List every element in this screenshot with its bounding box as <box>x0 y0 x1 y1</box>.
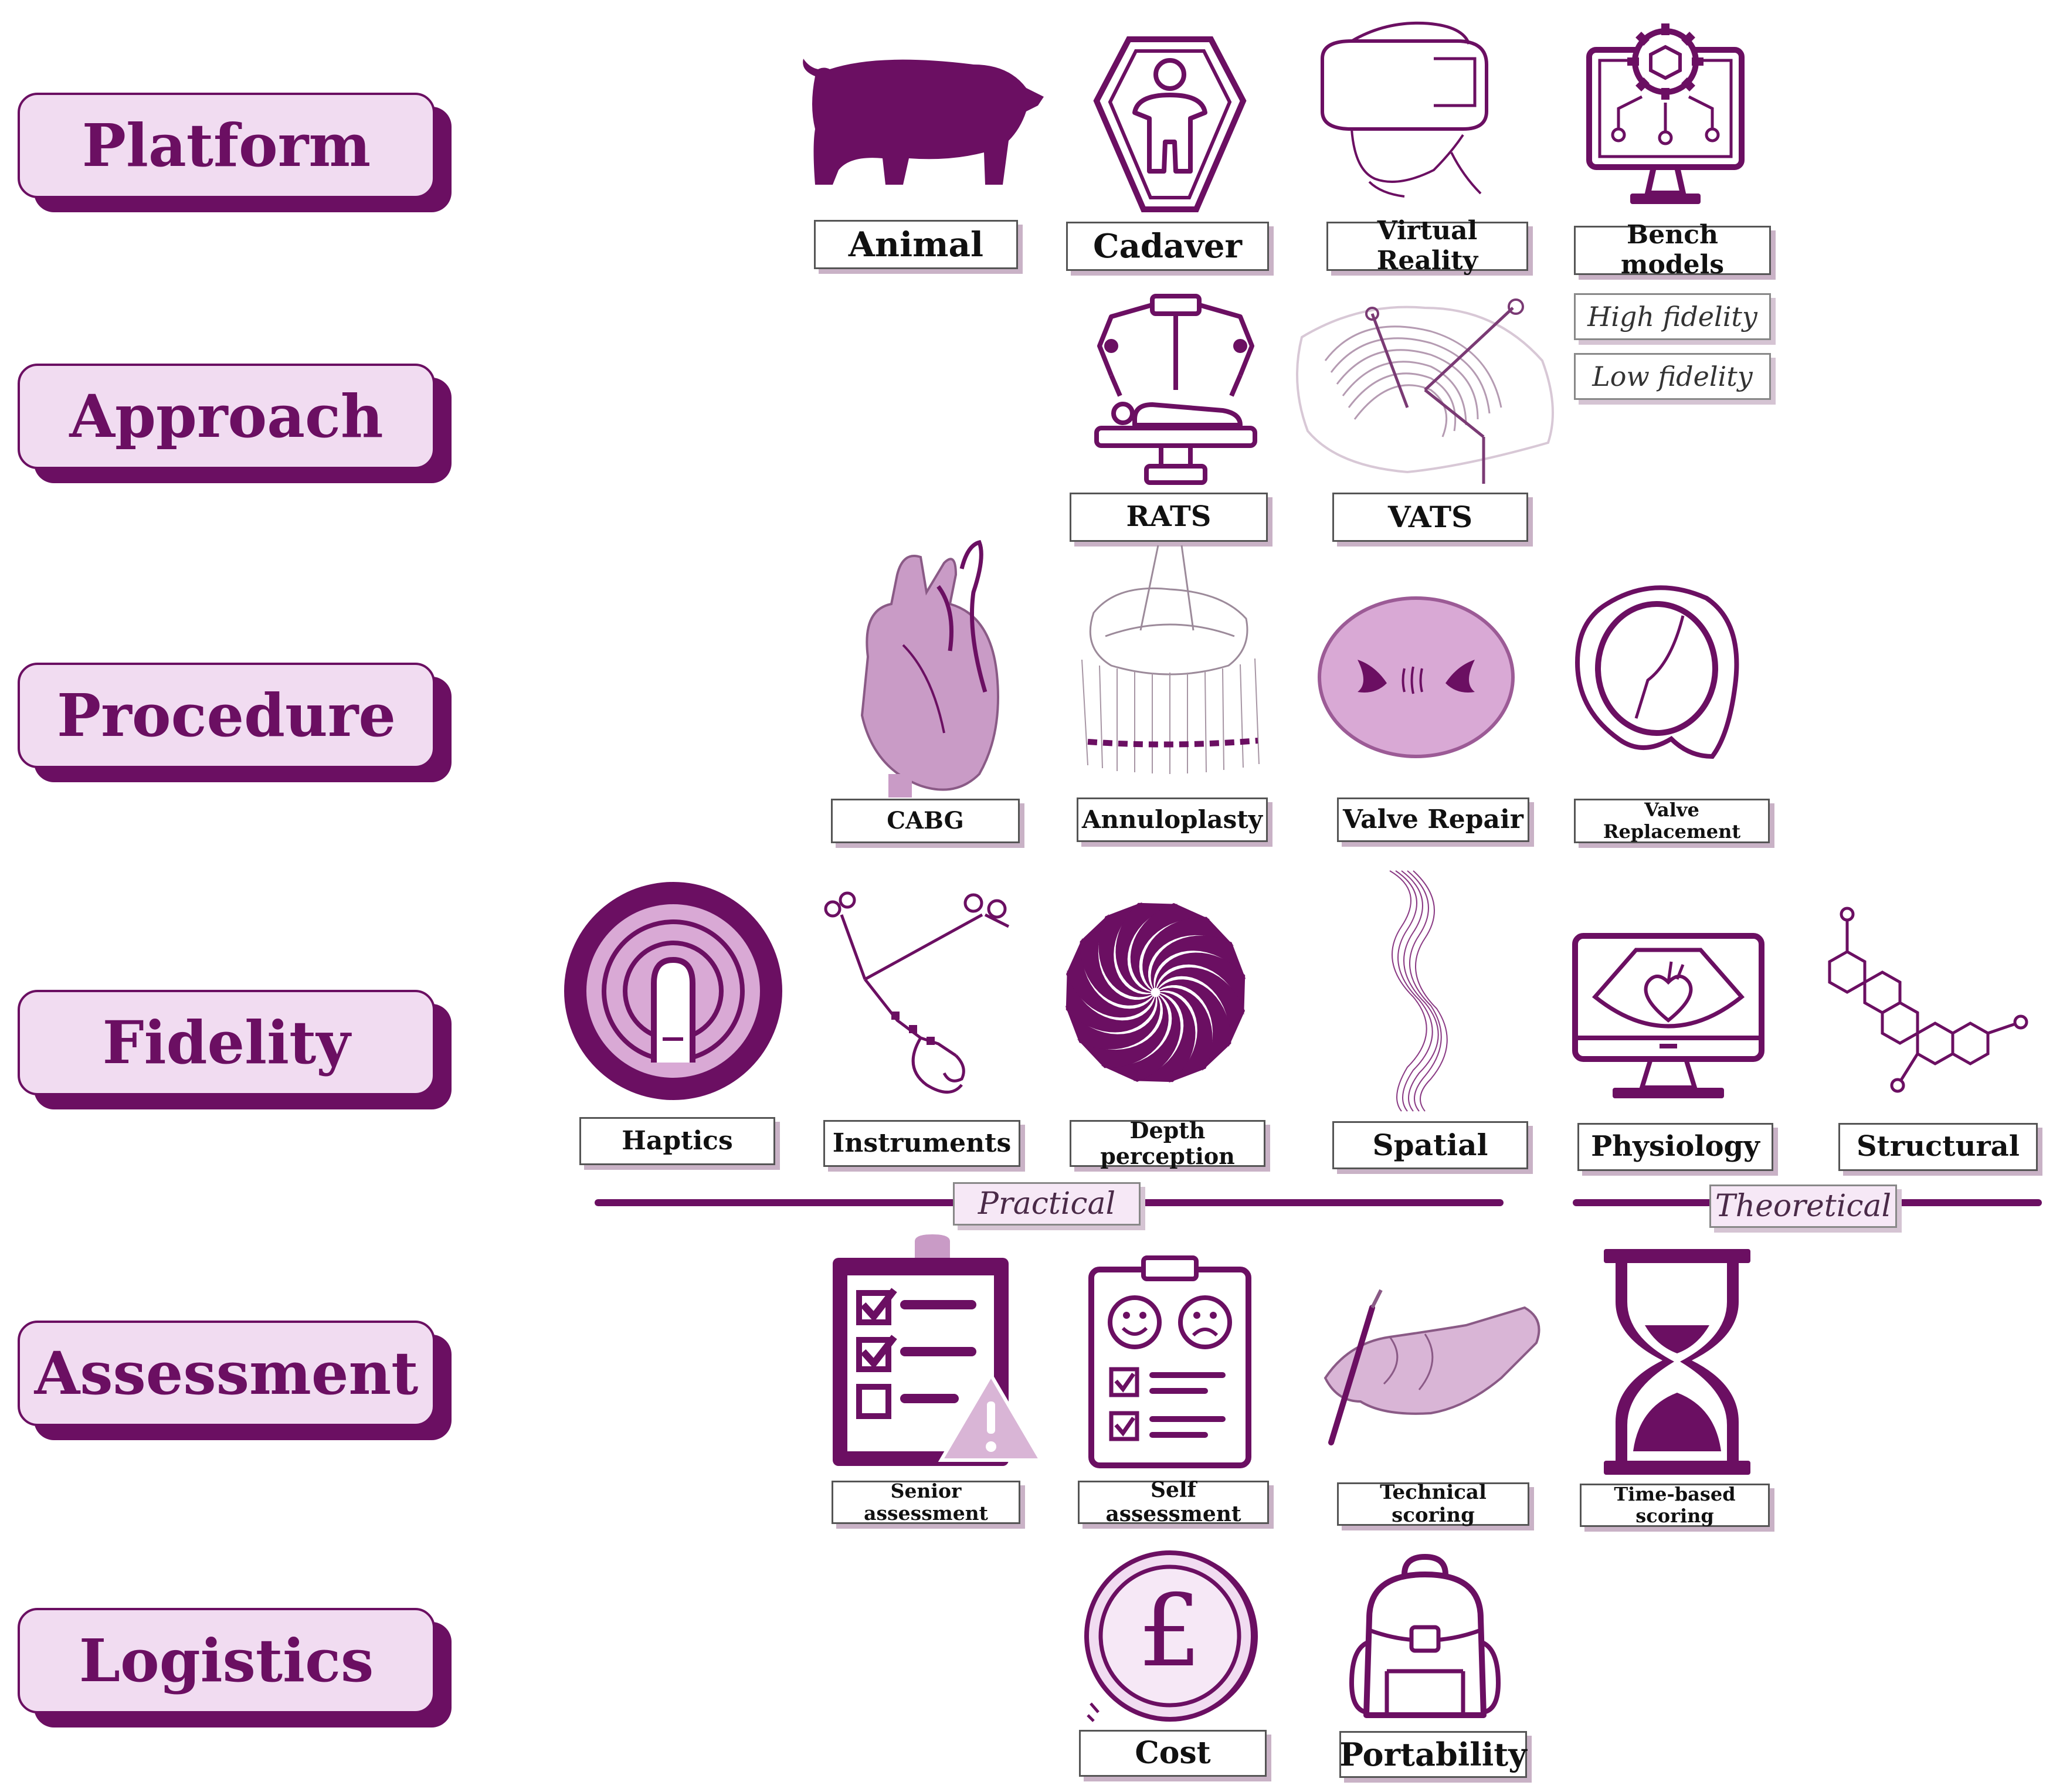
label-physiology: Physiology <box>1577 1123 1773 1171</box>
category-face: Platform <box>18 93 435 198</box>
label-instruments: Instruments <box>823 1120 1020 1167</box>
category-face: Logistics <box>18 1608 435 1713</box>
label-valve-repair: Valve Repair <box>1337 797 1529 842</box>
label-theoretical: Theoretical <box>1709 1185 1897 1228</box>
label-spatial: Spatial <box>1332 1121 1528 1169</box>
label-time-based-scoring: Time-based scoring <box>1580 1484 1770 1527</box>
vr-headset-icon <box>1321 21 1488 198</box>
category-label: Assessment <box>34 1339 419 1408</box>
feedback-clipboard-icon <box>1088 1255 1251 1468</box>
pound-symbol: £ <box>1138 1573 1202 1689</box>
category-approach: Approach <box>18 364 452 483</box>
spiral-arm <box>1130 903 1210 992</box>
spiral-arm <box>1142 917 1234 990</box>
spiral-arm <box>1066 938 1155 1018</box>
label-practical: Practical <box>953 1182 1141 1226</box>
category-label: Logistics <box>79 1626 374 1695</box>
spiral-arm <box>1098 902 1152 997</box>
haptic-finger-icon <box>564 882 782 1100</box>
label-senior-assessment: Senior assessment <box>832 1480 1020 1524</box>
category-logistics: Logistics <box>18 1608 452 1727</box>
category-face: Approach <box>18 364 435 469</box>
spiral-arm <box>1133 992 1196 1082</box>
annuloplasty-ring-icon <box>1081 545 1260 774</box>
spiral-arm <box>1080 914 1153 1006</box>
spiral-arm <box>1115 902 1178 993</box>
category-label: Approach <box>69 382 384 451</box>
vats-thorax-icon <box>1296 298 1554 484</box>
pig-icon <box>803 59 1044 185</box>
label-vats: VATS <box>1332 493 1528 542</box>
cadaver-icon <box>1093 36 1247 212</box>
label-technical-scoring: Technical scoring <box>1337 1481 1529 1527</box>
category-label: Platform <box>82 111 371 180</box>
pound-coin-icon: £ <box>1084 1550 1258 1722</box>
category-face: Fidelity <box>18 990 435 1095</box>
category-face: Procedure <box>18 663 435 768</box>
valve-icon <box>1318 596 1515 758</box>
valve-prosthesis-icon <box>1574 585 1739 759</box>
label-structural: Structural <box>1838 1123 2038 1171</box>
spatial-wave-icon <box>1389 870 1448 1112</box>
spiral-arm <box>1155 952 1246 1015</box>
category-face: Assessment <box>18 1321 435 1426</box>
label-animal: Animal <box>814 220 1018 269</box>
label-annuloplasty: Annuloplasty <box>1077 797 1268 842</box>
spiral-arm <box>1159 987 1213 1083</box>
ultrasound-monitor-icon <box>1572 933 1764 1098</box>
label-cost: Cost <box>1079 1730 1267 1777</box>
computer-gear-icon <box>1586 23 1745 204</box>
label-self-assessment: Self assessment <box>1078 1478 1269 1526</box>
category-assessment: Assessment <box>18 1321 452 1440</box>
label-low-fidelity: Low fidelity <box>1574 353 1771 400</box>
label-high-fidelity: High fidelity <box>1574 293 1771 340</box>
robotic-surgery-icon <box>1094 294 1257 485</box>
spiral-arm <box>1156 967 1245 1047</box>
category-fidelity: Fidelity <box>18 990 452 1109</box>
spiral-icon <box>1063 900 1248 1085</box>
spiral-arm <box>1065 996 1160 1050</box>
category-label: Procedure <box>56 681 396 750</box>
label-haptics: Haptics <box>579 1117 775 1165</box>
backpack-icon <box>1349 1553 1501 1718</box>
category-label: Fidelity <box>102 1008 351 1077</box>
label-valve-replacement: Valve Replacement <box>1574 799 1770 843</box>
spiral-arm <box>1065 970 1156 1033</box>
label-portability: Portability <box>1339 1731 1527 1778</box>
spiral-arm <box>1151 935 1246 989</box>
label-cabg: CABG <box>831 799 1020 843</box>
label-virtual-reality: Virtual Reality <box>1326 216 1528 276</box>
category-platform: Platform <box>18 93 452 212</box>
spiral-arm <box>1101 993 1181 1082</box>
molecule-icon <box>1828 907 2028 1093</box>
label-rats: RATS <box>1070 493 1268 542</box>
label-depth-perception: Depth perception <box>1070 1118 1265 1169</box>
clipboard-warning-icon <box>833 1234 1044 1466</box>
hourglass-icon <box>1604 1249 1750 1475</box>
heart-icon <box>860 539 999 797</box>
label-cadaver: Cadaver <box>1066 222 1269 271</box>
spiral-arm <box>1158 979 1231 1071</box>
gloved-hand-scalpel-icon <box>1324 1289 1540 1445</box>
label-bench-models: Bench models <box>1574 220 1771 280</box>
surgical-instruments-icon <box>824 891 1010 1094</box>
category-procedure: Procedure <box>18 663 452 782</box>
spiral-arm <box>1077 995 1169 1068</box>
